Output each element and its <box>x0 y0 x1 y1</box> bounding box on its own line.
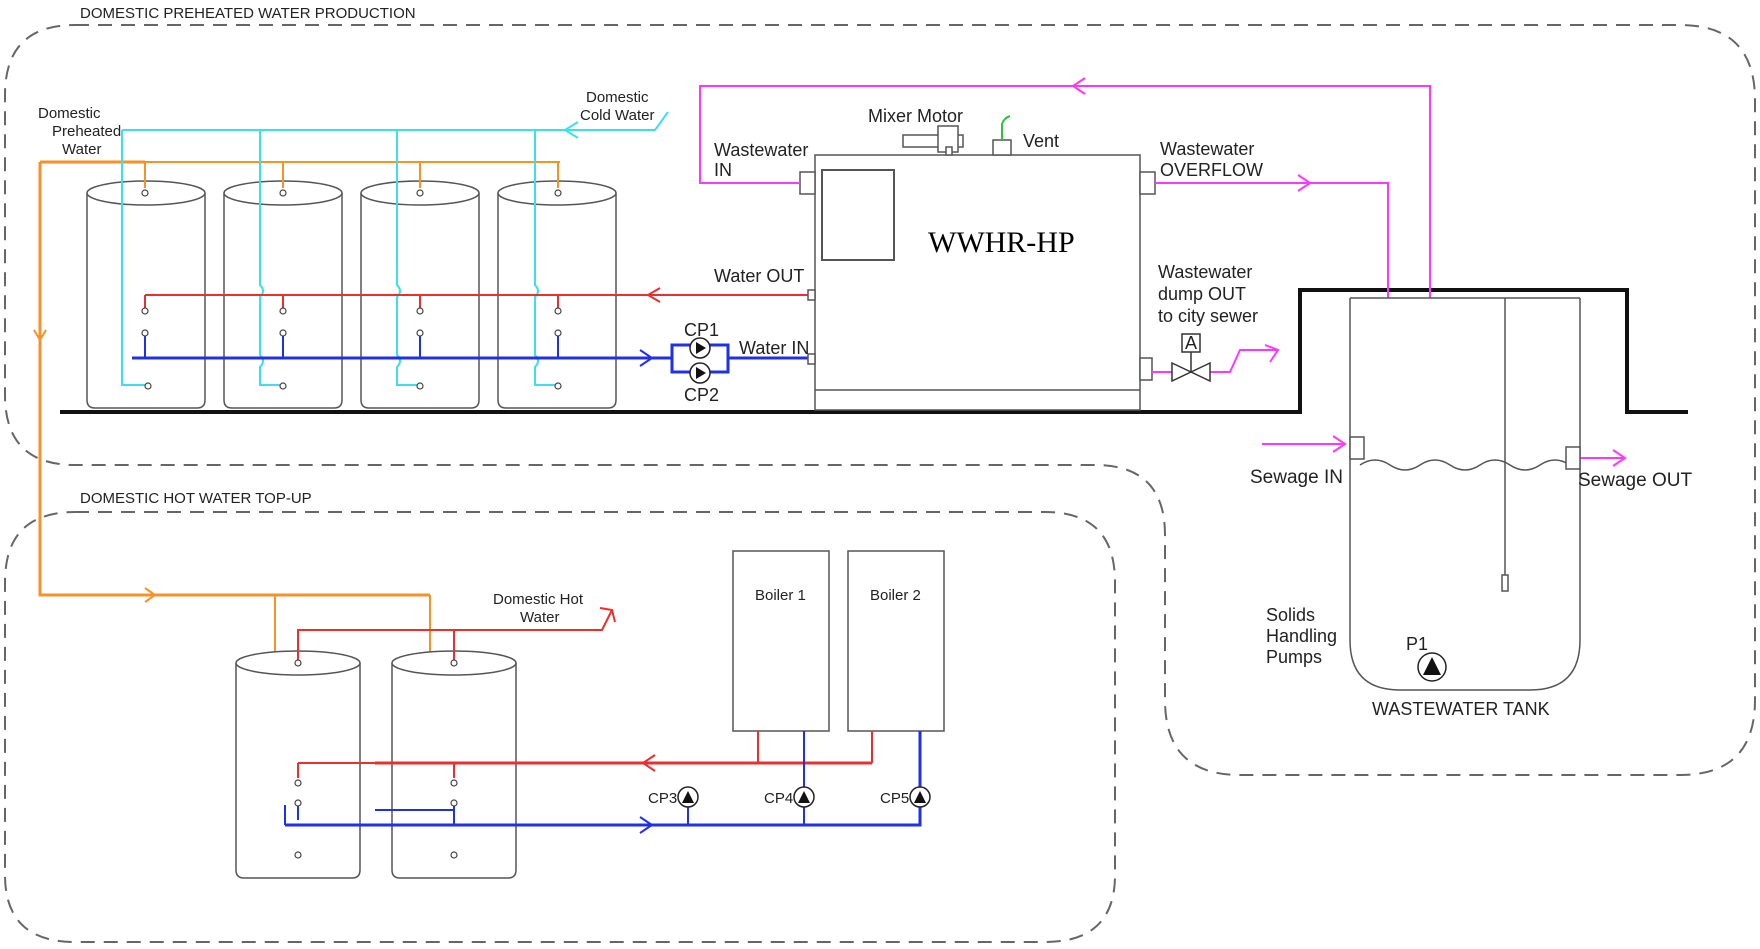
wwhr-hp-unit <box>799 154 1156 411</box>
mixer-motor-label: Mixer Motor <box>868 106 963 126</box>
mixer-motor <box>902 125 964 156</box>
boiler-2-label: Boiler 2 <box>870 587 921 604</box>
vent <box>992 115 1012 156</box>
pump-p1 <box>1417 652 1447 682</box>
domestic-preheated-water-label-1: Domestic <box>38 105 101 122</box>
pump-cp1 <box>689 337 711 359</box>
domestic-cold-water-label-2: Cold Water <box>580 107 654 124</box>
solids-pumps-label-2: Handling <box>1266 626 1337 646</box>
preheat-section-title: DOMESTIC PREHEATED WATER PRODUCTION <box>80 5 416 22</box>
solids-pumps-label-1: Solids <box>1266 605 1315 625</box>
dump-out-label-2: dump OUT <box>1158 284 1246 304</box>
dump-valve-a: A <box>1171 333 1211 383</box>
pump-cp3 <box>677 786 699 808</box>
water-in-label: Water IN <box>739 338 809 358</box>
topup-section-boundary <box>4 511 1116 943</box>
wastewater-tank <box>1349 297 1581 691</box>
p1-label: P1 <box>1406 634 1428 654</box>
topup-supply-pipes <box>297 607 873 778</box>
domestic-preheated-water-label-2: Preheated <box>52 123 121 140</box>
cold-water-pipes <box>121 111 669 386</box>
wastewater-in-label-2: IN <box>714 160 732 180</box>
dump-out-label-1: Wastewater <box>1158 262 1252 282</box>
cp2-label: CP2 <box>684 385 719 405</box>
vent-label: Vent <box>1023 131 1059 151</box>
topup-section-title: DOMESTIC HOT WATER TOP-UP <box>80 490 312 507</box>
sewage-in-label: Sewage IN <box>1250 467 1343 488</box>
pump-cp4 <box>793 786 815 808</box>
domestic-preheated-water-label-3: Water <box>62 141 101 158</box>
wastewater-overflow-label-2: OVERFLOW <box>1160 160 1263 180</box>
wwhr-hp-label: WWHR-HP <box>928 226 1075 259</box>
solids-pumps-label-3: Pumps <box>1266 647 1322 667</box>
cp5-label: CP5 <box>880 790 909 807</box>
topup-return-pipes <box>284 731 922 834</box>
water-out-label: Water OUT <box>714 266 804 286</box>
domestic-hot-water-label-2: Water <box>520 609 559 626</box>
cp1-label: CP1 <box>684 320 719 340</box>
topup-port-dots <box>294 659 458 859</box>
dump-out-label-3: to city sewer <box>1158 306 1258 326</box>
domestic-cold-water-label-1: Domestic <box>586 89 649 106</box>
boiler-2: Boiler 2 <box>847 550 945 732</box>
cp3-label: CP3 <box>648 790 677 807</box>
ground-line <box>60 288 1688 414</box>
boiler-1: Boiler 1 <box>732 550 830 732</box>
preheat-section-boundary <box>4 24 1756 776</box>
boiler-1-label: Boiler 1 <box>755 587 806 604</box>
domestic-hot-water-label-1: Domestic Hot <box>493 591 584 608</box>
preheat-supply-pipes <box>144 287 808 308</box>
wastewater-tank-label: WASTEWATER TANK <box>1372 699 1550 719</box>
cp4-label: CP4 <box>764 790 793 807</box>
pump-cp2 <box>689 362 711 384</box>
valve-a-label: A <box>1185 333 1197 353</box>
wastewater-overflow-label: Wastewater <box>1160 139 1254 159</box>
sewage-out-label: Sewage OUT <box>1578 470 1692 491</box>
pump-cp5 <box>909 786 931 808</box>
tank-port-dots <box>141 189 562 390</box>
wastewater-in-label: Wastewater <box>714 140 808 160</box>
